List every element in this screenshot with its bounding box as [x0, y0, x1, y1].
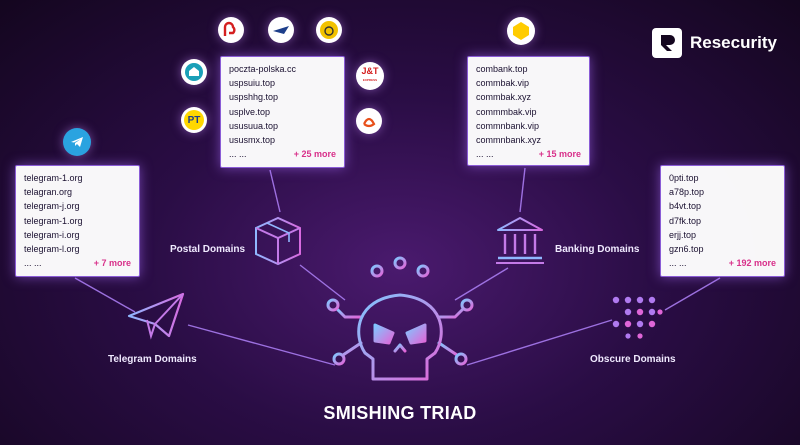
list-item: telegram-1.org: [24, 215, 83, 226]
post-horn-logo-icon: [316, 17, 342, 43]
package-box-icon: [255, 216, 301, 266]
jt-logo-subtext: EXPRESS: [362, 78, 378, 82]
list-item: uspshhg.top: [229, 92, 279, 103]
usps-logo-icon: [268, 17, 294, 43]
more-count: + 7 more: [93, 258, 131, 269]
more-count: + 192 more: [728, 258, 776, 269]
more-count: + 15 more: [538, 149, 581, 160]
list-item: uspsuiu.top: [229, 78, 276, 89]
pt-logo-icon: PT: [181, 107, 207, 133]
list-item: commnbank.vip: [476, 120, 540, 131]
resecurity-logo-icon: [652, 28, 682, 58]
bank-building-icon: [496, 217, 544, 264]
diagram-title: SMISHING TRIAD: [323, 403, 477, 423]
postal-domains-list: poczta-polska.cc uspsuiu.top uspshhg.top…: [220, 56, 345, 168]
brand-name: Resecurity: [690, 33, 777, 52]
list-item: b4vt.top: [669, 201, 702, 212]
list-item: combank.top: [476, 64, 528, 74]
postal-domains-label: Postal Domains: [170, 244, 246, 255]
paper-plane-icon: [127, 292, 185, 340]
list-item: telegram-l.org: [24, 244, 80, 255]
list-item: commmbak.vip: [476, 106, 537, 117]
list-item: telegram-1.org: [24, 173, 83, 183]
poczta-polska-logo-icon: [218, 17, 244, 43]
banking-domains-label: Banking Domains: [555, 244, 640, 255]
list-item: d7fk.top: [669, 215, 702, 226]
list-item: telagran.org: [24, 187, 73, 198]
obscure-domains-list: 0pti.top a78p.top b4vt.top d7fk.top erjj…: [660, 165, 785, 277]
banking-domains-list: combank.top commbak.vip commbak.xyz comm…: [467, 56, 590, 166]
telegram-domains-list: telegram-1.org telagran.org telegram-j.o…: [15, 165, 140, 277]
list-ellipsis: ... ...: [476, 149, 494, 160]
list-item: a78p.top: [669, 187, 705, 198]
brand-logo: Resecurity: [652, 28, 777, 58]
list-item: 0pti.top: [669, 173, 699, 183]
postal-orange-logo-icon: [356, 108, 382, 134]
list-item: commbak.xyz: [476, 92, 532, 103]
list-ellipsis: ... ...: [24, 258, 42, 269]
more-count: + 25 more: [293, 149, 336, 160]
list-item: commbak.vip: [476, 78, 530, 89]
obscure-domains-label: Obscure Domains: [590, 354, 676, 365]
dots-grid-icon: [612, 296, 663, 339]
jt-logo-text: J&T: [361, 66, 379, 76]
list-item: gzn6.top: [669, 244, 704, 255]
list-item: telegram-j.org: [24, 201, 80, 212]
list-item: poczta-polska.cc: [229, 64, 297, 74]
list-item: ususuua.top: [229, 120, 279, 131]
telegram-domains-label: Telegram Domains: [108, 354, 197, 365]
post-crown-logo-icon: [181, 59, 207, 85]
list-item: telegram-i.org: [24, 229, 80, 240]
list-ellipsis: ... ...: [229, 149, 247, 160]
telegram-logo-icon: [63, 128, 91, 156]
list-item: ususmx.top: [229, 135, 276, 146]
bank-logo-icon: [507, 17, 535, 45]
skull-icon: [326, 256, 474, 381]
list-item: erjj.top: [669, 229, 697, 240]
jt-express-logo-icon: J&T EXPRESS: [356, 62, 384, 90]
list-item: commnbank.xyz: [476, 135, 542, 146]
list-ellipsis: ... ...: [669, 258, 687, 269]
pt-logo-text: PT: [187, 114, 201, 126]
list-item: usplve.top: [229, 106, 271, 117]
